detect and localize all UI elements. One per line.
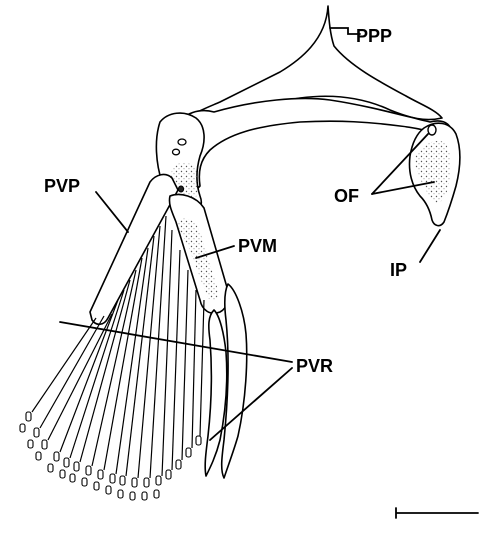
foramen-left-2 — [173, 149, 180, 155]
foramen-left-1 — [178, 139, 186, 145]
foramen-left-3 — [178, 186, 183, 192]
scale-bar — [396, 508, 478, 518]
label-pvm: PVM — [238, 236, 277, 256]
label-of: OF — [334, 186, 359, 206]
leader-pvp — [96, 192, 128, 232]
label-ppp: PPP — [356, 26, 392, 46]
label-pvp: PVP — [44, 176, 80, 196]
label-ip: IP — [390, 260, 407, 280]
obturator-foramen-right — [428, 125, 436, 135]
leader-ip — [420, 230, 440, 262]
label-pvr: PVR — [296, 356, 333, 376]
